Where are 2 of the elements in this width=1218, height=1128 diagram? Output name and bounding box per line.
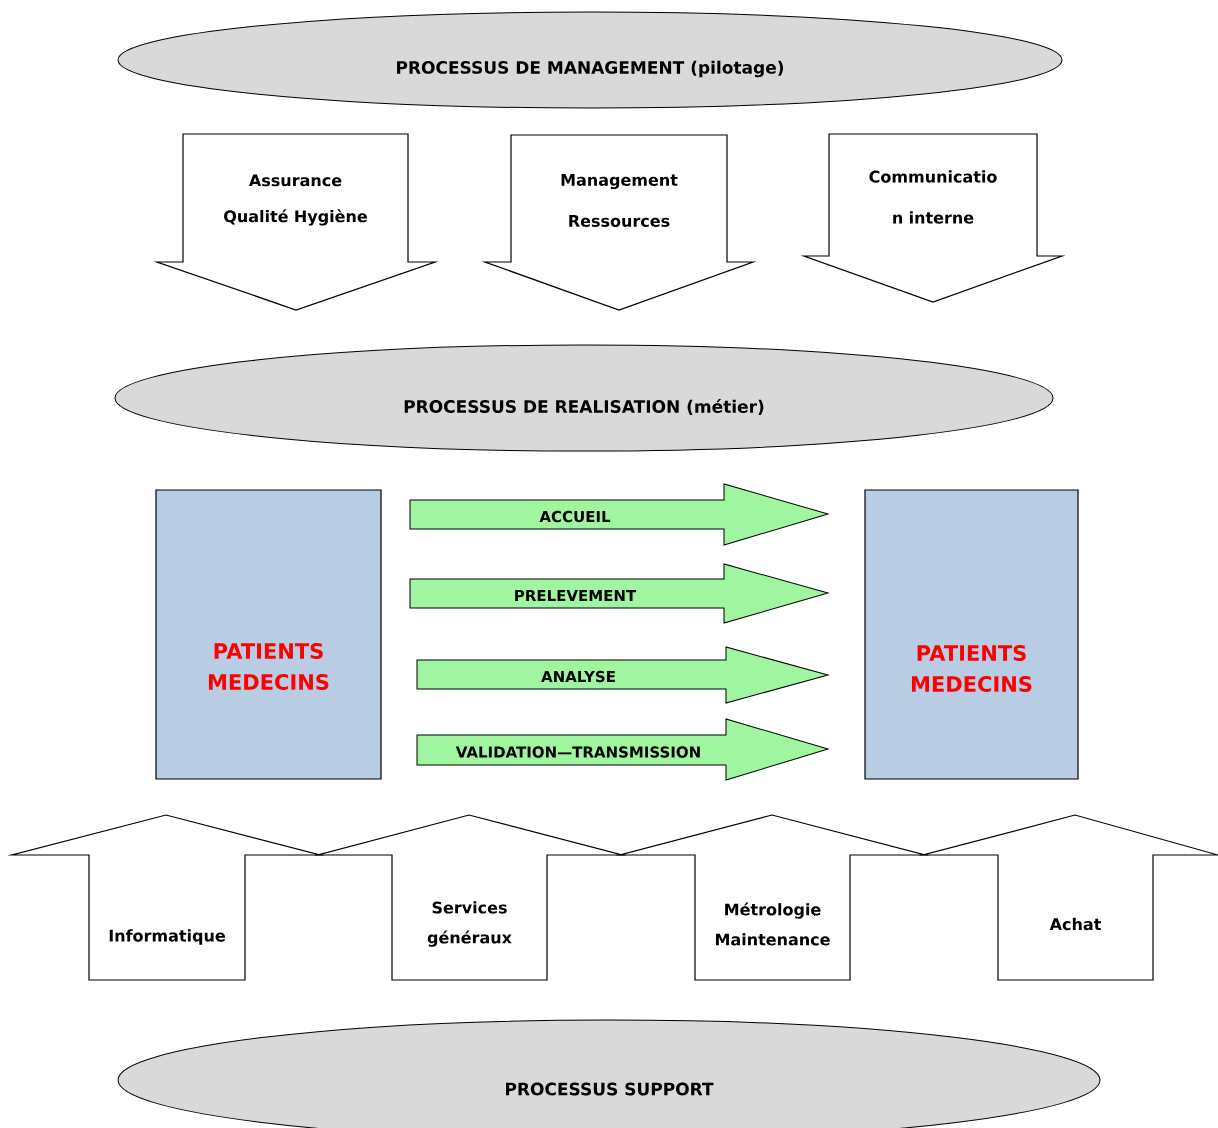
patients-box: PATIENTS MEDECINS xyxy=(155,489,382,780)
patients-box: PATIENTS MEDECINS xyxy=(864,489,1079,780)
